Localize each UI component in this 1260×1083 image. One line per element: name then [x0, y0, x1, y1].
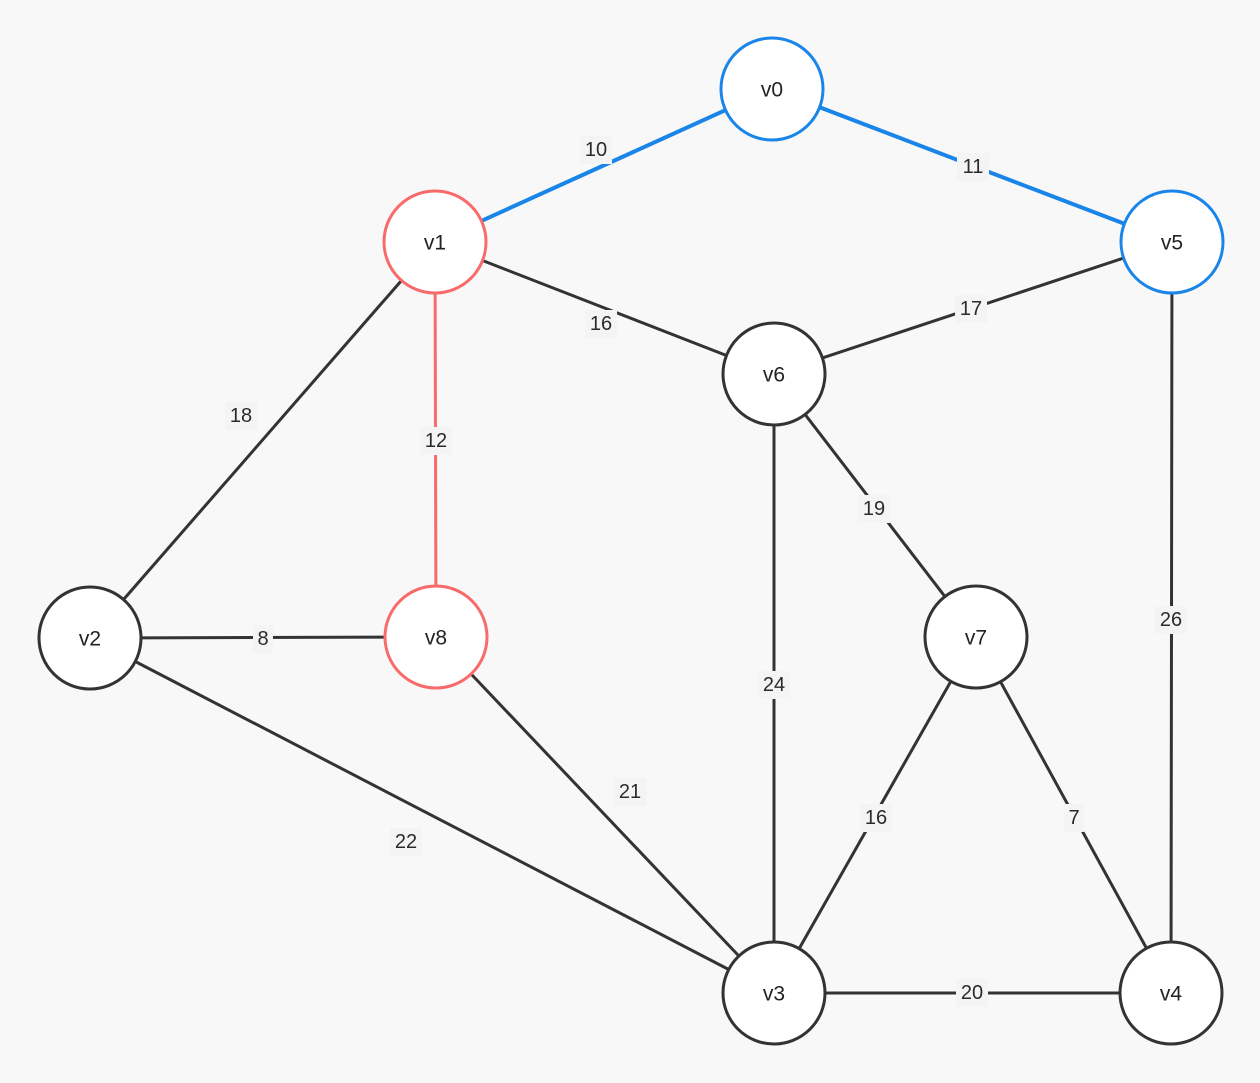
- edge-label-background: [955, 295, 987, 323]
- node-circle-v7[interactable]: [923, 584, 1029, 690]
- node-circle-v0[interactable]: [719, 36, 825, 142]
- edge-label-background: [420, 427, 452, 455]
- edge-weight-label-v1-v6: 16: [585, 310, 617, 338]
- node-circle-v6[interactable]: [721, 321, 827, 427]
- graph-node-v8[interactable]: v8: [383, 584, 489, 690]
- node-circle-v5[interactable]: [1119, 189, 1225, 295]
- edge-label-background: [858, 495, 890, 523]
- edge-weight-label-v7-v4: 7: [1064, 804, 1084, 832]
- graph-node-v0[interactable]: v0: [719, 36, 825, 142]
- edge-weight-label-v1-v8: 12: [420, 427, 452, 455]
- edge-weight-label-v6-v3: 24: [758, 671, 790, 699]
- node-circle-v4[interactable]: [1118, 940, 1224, 1046]
- edge-weight-label-v1-v0: 10: [580, 136, 612, 164]
- edge-label-background: [225, 402, 257, 430]
- edge-weight-label-v8-v3: 21: [614, 778, 646, 806]
- edge-weight-label-v5-v6: 17: [955, 295, 987, 323]
- graph-node-v6[interactable]: v6: [721, 321, 827, 427]
- graph-edge-v1-v2[interactable]: [122, 278, 403, 602]
- graph-edge-v8-v3[interactable]: [469, 672, 741, 958]
- edge-label-background: [614, 778, 646, 806]
- edge-weight-label-v3-v4: 20: [956, 979, 988, 1007]
- edge-weight-label-v5-v4: 26: [1155, 606, 1187, 634]
- graph-node-v1[interactable]: v1: [382, 189, 488, 295]
- edge-weight-label-v0-v5: 11: [957, 153, 989, 181]
- graph-node-v3[interactable]: v3: [721, 940, 827, 1046]
- edge-label-background: [390, 828, 422, 856]
- edge-label-background: [1064, 804, 1084, 832]
- edge-weight-label-v2-v8: 8: [253, 625, 273, 653]
- edge-weight-label-v6-v7: 19: [858, 495, 890, 523]
- node-circle-v1[interactable]: [382, 189, 488, 295]
- edges-layer: [122, 105, 1174, 995]
- graph-node-v2[interactable]: v2: [37, 585, 143, 691]
- graph-node-v5[interactable]: v5: [1119, 189, 1225, 295]
- graph-edge-v2-v3[interactable]: [133, 659, 731, 972]
- edge-label-background: [580, 136, 612, 164]
- edge-weight-label-v1-v2: 18: [225, 402, 257, 430]
- graph-node-v4[interactable]: v4: [1118, 940, 1224, 1046]
- edge-label-background: [956, 979, 988, 1007]
- graph-edge-v1-v6[interactable]: [481, 259, 728, 357]
- edge-label-background: [758, 671, 790, 699]
- edge-label-background: [253, 625, 273, 653]
- edge-weight-label-v7-v3: 16: [860, 804, 892, 832]
- graph-node-v7[interactable]: v7: [923, 584, 1029, 690]
- nodes-layer: v0 v1 v5 v6 v2 v8 v7 v3 v4: [37, 36, 1225, 1046]
- edge-label-background: [585, 310, 617, 338]
- node-circle-v2[interactable]: [37, 585, 143, 691]
- graph-edge-v1-v0[interactable]: [479, 108, 728, 223]
- edge-weight-label-v2-v3: 22: [390, 828, 422, 856]
- edge-labels-layer: 10 11 18 16 12 17 26 24 19 8 22 21 16 7 20: [225, 136, 1187, 1007]
- node-circle-v3[interactable]: [721, 940, 827, 1046]
- edge-label-background: [1155, 606, 1187, 634]
- edge-label-background: [860, 804, 892, 832]
- edge-label-background: [957, 153, 989, 181]
- node-circle-v8[interactable]: [383, 584, 489, 690]
